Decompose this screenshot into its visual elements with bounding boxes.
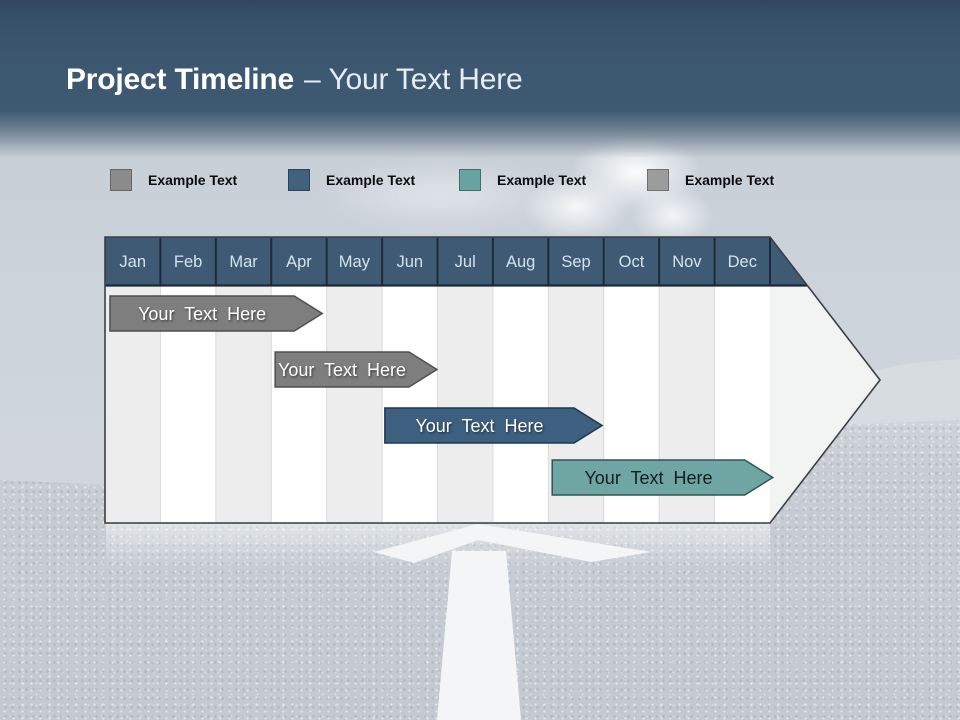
month-cell-label: Dec xyxy=(728,253,757,271)
timeline-bar xyxy=(109,295,324,332)
month-cell-label: Mar xyxy=(229,253,258,271)
month-cell-label: Oct xyxy=(619,253,645,271)
legend-label: Example Text xyxy=(497,172,587,188)
legend-item: Example Text xyxy=(288,169,415,191)
month-cell-label: Sep xyxy=(561,253,590,271)
timeline-bar-label: Your Text Here xyxy=(278,360,406,380)
legend-item: Example Text xyxy=(647,169,774,191)
road-arrow-wings-shape xyxy=(374,524,651,563)
month-cell-label: Nov xyxy=(672,253,702,271)
month-cell-label: Feb xyxy=(174,253,202,271)
legend-swatch xyxy=(288,169,310,191)
legend-item: Example Text xyxy=(110,169,237,191)
legend-label: Example Text xyxy=(148,172,238,188)
legend-swatch xyxy=(459,169,481,191)
month-cell-label: Jan xyxy=(119,253,146,271)
legend-item: Example Text xyxy=(459,169,586,191)
month-cell-label: Jun xyxy=(396,253,423,271)
legend-label: Example Text xyxy=(326,172,416,188)
month-stripe xyxy=(326,285,383,523)
month-header-band xyxy=(105,237,820,285)
title-band xyxy=(0,0,960,158)
month-cell-label: Apr xyxy=(286,253,312,271)
month-stripe xyxy=(437,285,493,523)
road-marking xyxy=(374,524,651,720)
month-cell-label: Aug xyxy=(506,253,535,271)
slide-title-separator: – xyxy=(304,63,321,96)
legend-label: Example Text xyxy=(685,172,775,188)
timeline-arrow-outline xyxy=(104,236,882,524)
timeline-bar-label: Your Text Here xyxy=(415,416,543,436)
slide-title-bold: Project Timeline xyxy=(66,63,294,96)
month-cell-label: Jul xyxy=(455,253,476,271)
timeline-bar xyxy=(551,459,775,496)
legend-swatch xyxy=(647,169,669,191)
month-cell-label: May xyxy=(339,253,371,271)
timeline-bar xyxy=(384,407,604,444)
slide-title: Project Timeline–Your Text Here xyxy=(66,58,523,102)
timeline-arrowhead xyxy=(770,237,880,523)
legend-swatch xyxy=(110,169,132,191)
timeline-bar xyxy=(274,351,439,388)
timeline-bar-label: Your Text Here xyxy=(584,468,712,488)
timeline-bar-label: Your Text Here xyxy=(138,304,266,324)
slide-title-light: Your Text Here xyxy=(328,63,523,96)
road-arrow-stem-shape xyxy=(437,551,521,720)
